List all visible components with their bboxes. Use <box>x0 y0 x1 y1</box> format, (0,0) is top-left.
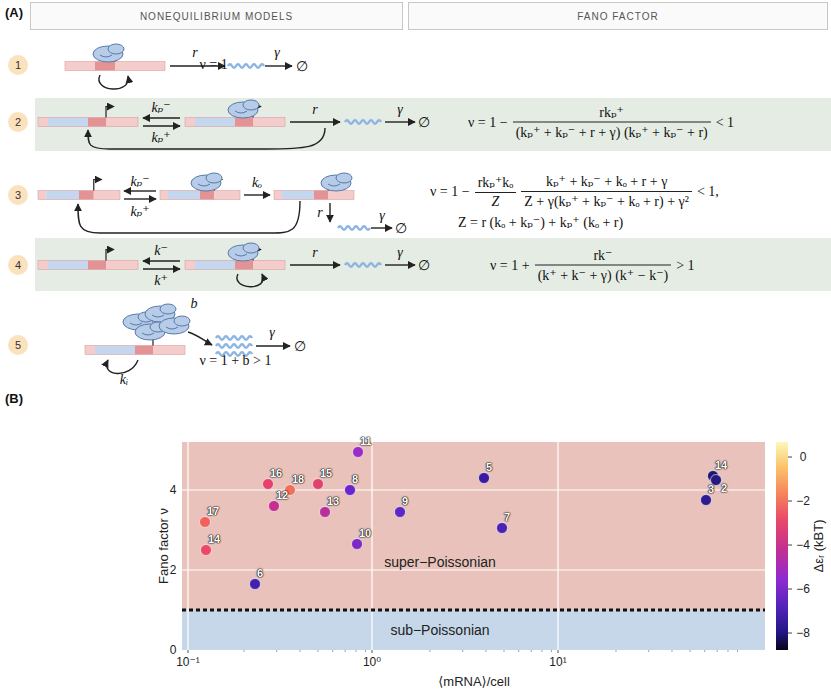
formula-text: > 1 <box>676 257 694 273</box>
fraction: rkₚ⁺kₒZ <box>475 174 517 210</box>
node-text: NONEQUILIBRIUM MODELS <box>140 11 293 22</box>
formula-numerator: rk⁻ <box>535 247 672 265</box>
point-number: 10 <box>359 527 371 539</box>
model-number: 1 <box>8 55 28 75</box>
null-symbol: ∅ <box>296 58 308 74</box>
tick-label: 10⁻¹ <box>176 655 200 669</box>
point-number: 13 <box>327 495 339 507</box>
point-number: 9 <box>402 495 408 507</box>
formula-text: Z = r (kₒ + kₚ⁻) + kₚ⁺ (kₒ + r) <box>458 214 719 231</box>
model-number: 3 <box>8 185 28 205</box>
tick-label: 0 <box>170 643 177 657</box>
rate-label: kᵢ <box>120 372 128 388</box>
node-text: 5 <box>15 339 21 351</box>
rate-label: kₚ⁺ <box>130 203 149 220</box>
colorbar-tick: 0 <box>800 450 807 464</box>
rate-label: γ <box>274 45 280 61</box>
formula-text: ν = 1 − <box>430 184 470 200</box>
rate-label: r <box>312 102 317 118</box>
point-number: 16 <box>270 467 282 479</box>
point-number: 17 <box>207 505 219 517</box>
rate-label: kₒ <box>252 175 262 191</box>
point-number: 15 <box>320 467 332 479</box>
fraction: kₚ⁺ + kₚ⁻ + kₒ + r + γZ + γ(kₚ⁺ + kₚ⁻ + … <box>521 173 692 210</box>
node-text: 1 <box>15 59 21 71</box>
rate-label: γ <box>397 245 403 261</box>
axis-label: Fano factor ν <box>156 508 171 584</box>
rate-label: k⁻ <box>154 242 168 259</box>
point-number: 5 <box>486 461 492 473</box>
region-label: sub−Poissonian <box>390 622 489 638</box>
rate-label: r <box>317 205 322 221</box>
formula-numerator: kₚ⁺ + kₚ⁻ + kₒ + r + γ <box>521 173 692 191</box>
model-number: 4 <box>8 255 28 275</box>
model-number: 5 <box>8 335 28 355</box>
colorbar-tick: −2 <box>796 494 810 508</box>
node-text: 3 <box>15 189 21 201</box>
rate-label: kₚ⁻ <box>151 99 170 116</box>
rate-label: b <box>191 296 198 312</box>
header-tab: NONEQUILIBRIUM MODELS <box>30 2 403 30</box>
tick-label: 4 <box>170 483 177 497</box>
formula-text: < 1 <box>716 114 734 130</box>
formula-text: ν = 1 − <box>468 114 508 130</box>
formula: ν = 1 − rkₚ⁺kₒZkₚ⁺ + kₚ⁻ + kₒ + r + γZ + … <box>430 173 719 231</box>
rate-label: k⁺ <box>154 272 168 289</box>
formula-text: ν = 1 + <box>490 257 530 273</box>
rate-label: r <box>192 45 197 61</box>
null-symbol: ∅ <box>294 338 306 354</box>
point-number: 11 <box>360 435 372 447</box>
tick-label: 2 <box>170 563 177 577</box>
null-symbol: ∅ <box>418 257 430 273</box>
point-number: 12 <box>276 489 288 501</box>
rate-label: r <box>312 245 317 261</box>
point-number: 6 <box>257 567 263 579</box>
formula-text: < 1, <box>697 184 719 200</box>
formula: ν = 1 − rkₚ⁺(kₚ⁺ + kₚ⁻ + r + γ) (kₚ⁺ + kₚ… <box>468 104 734 141</box>
tick-label: 10⁰ <box>363 655 381 669</box>
colorbar-label: Δεᵣ (kBT) <box>811 520 826 573</box>
fraction: rkₚ⁺(kₚ⁺ + kₚ⁻ + r + γ) (kₚ⁺ + kₚ⁻ + r) <box>513 104 711 141</box>
point-number: 3 <box>708 483 714 495</box>
panel-label: (A) <box>5 5 23 20</box>
formula-denominator: (kₚ⁺ + kₚ⁻ + r + γ) (kₚ⁺ + kₚ⁻ + r) <box>513 122 711 141</box>
node-text: FANO FACTOR <box>577 11 658 22</box>
formula-line: ν = 1 − rkₚ⁺kₒZkₚ⁺ + kₚ⁻ + kₒ + r + γZ + … <box>430 173 719 210</box>
null-symbol: ∅ <box>395 220 407 236</box>
fraction: rk⁻(k⁺ + k⁻ + γ) (k⁺ − k⁻) <box>535 247 672 284</box>
region-label: super−Poissonian <box>384 554 496 570</box>
point-number: 18 <box>292 473 304 485</box>
formula-denominator: Z <box>475 192 517 210</box>
point-number: 8 <box>352 473 358 485</box>
node-text: 4 <box>15 259 21 271</box>
model-number: 2 <box>8 112 28 132</box>
tick-label: 10¹ <box>549 655 566 669</box>
point-number: 14 <box>208 533 220 545</box>
rate-label: kₚ⁺ <box>151 129 170 146</box>
header-tab: FANO FACTOR <box>408 2 828 30</box>
rate-label: γ <box>379 208 385 224</box>
panel-label: (B) <box>5 391 23 406</box>
point-number: 7 <box>504 511 510 523</box>
point-number: 2 <box>721 482 727 494</box>
rate-label: γ <box>397 102 403 118</box>
point-number: 14 <box>715 459 727 471</box>
formula: ν = 1 + rk⁻(k⁺ + k⁻ + γ) (k⁺ − k⁻)> 1 <box>490 247 695 284</box>
colorbar-tick: −6 <box>796 582 810 596</box>
formula-numerator: rkₚ⁺kₒ <box>475 174 517 192</box>
colorbar-tick: −8 <box>796 626 810 640</box>
rate-label: kₚ⁻ <box>130 173 149 190</box>
rate-label: γ <box>269 325 275 341</box>
formula-denominator: Z + γ(kₚ⁺ + kₚ⁻ + kₒ + r) + γ² <box>521 191 692 210</box>
axis-label: ⟨mRNA⟩/cell <box>438 674 510 689</box>
formula-text: ν = 1 + b > 1 <box>200 353 831 369</box>
formula-text: ν = 1 <box>200 57 831 73</box>
colorbar-tick: −4 <box>796 538 810 552</box>
null-symbol: ∅ <box>418 114 430 130</box>
node-text: 2 <box>15 116 21 128</box>
formula-numerator: rkₚ⁺ <box>513 104 711 122</box>
formula-denominator: (k⁺ + k⁻ + γ) (k⁺ − k⁻) <box>535 265 672 284</box>
